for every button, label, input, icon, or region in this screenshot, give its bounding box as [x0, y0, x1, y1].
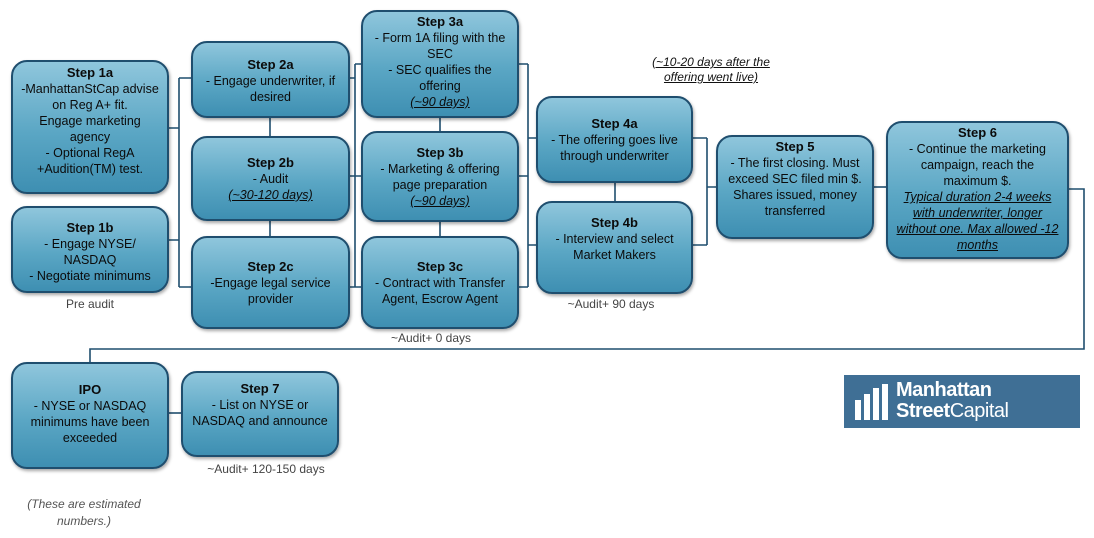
step-2a-box: Step 2a - Engage underwriter, if desired	[191, 41, 350, 118]
ipo-box: IPO - NYSE or NASDAQ minimums have been …	[11, 362, 169, 469]
step-text: - Negotiate minimums	[29, 269, 151, 283]
step-title: Step 4b	[591, 215, 638, 230]
step-title: Step 1a	[66, 65, 114, 80]
step-text: - Engage underwriter, if desired	[205, 74, 336, 104]
step-text: - Interview and select Market Makers	[555, 232, 674, 262]
step-text: - Marketing & offering page preparation	[380, 162, 500, 192]
logo-wordmark: Manhattan StreetCapital	[896, 379, 1009, 422]
step-text: -Engage legal service provider	[210, 276, 331, 306]
caption-audit-0: ~Audit+ 0 days	[390, 331, 472, 345]
step-text: - NYSE or NASDAQ minimums have been exce…	[30, 399, 150, 445]
step-title: Step 3b	[416, 145, 464, 160]
step-7-box: Step 7 - List on NYSE or NASDAQ and anno…	[181, 371, 339, 457]
step-text: - Contract with Transfer Agent, Escrow A…	[375, 276, 505, 306]
step-3a-box: Step 3a - Form 1A filing with the SEC - …	[361, 10, 519, 118]
step-title: Step 2c	[247, 259, 294, 274]
step-5-box: Step 5 - The first closing. Must exceed …	[716, 135, 874, 239]
step-title: Step 2a	[247, 57, 294, 72]
step-3c-box: Step 3c - Contract with Transfer Agent, …	[361, 236, 519, 329]
step-title: Step 5	[775, 139, 815, 154]
step-title: Step 2b	[247, 155, 294, 170]
step-title: Step 3a	[416, 14, 464, 29]
logo-line-2a: Street	[896, 400, 950, 422]
manhattan-street-capital-logo: Manhattan StreetCapital	[844, 375, 1080, 428]
step-text: - The offering goes live through underwr…	[551, 133, 678, 163]
logo-line-2b: Capital	[949, 400, 1009, 422]
step-title: Step 6	[957, 125, 997, 140]
step-3b-box: Step 3b - Marketing & offering page prep…	[361, 131, 519, 222]
step-text: - List on NYSE or NASDAQ and announce	[192, 398, 328, 428]
step-4a-box: Step 4a - The offering goes live through…	[536, 96, 693, 183]
step-text: -ManhattanStCap advise on Reg A+ fit.	[21, 82, 159, 112]
step-title: Step 7	[240, 381, 280, 396]
step-title: IPO	[78, 382, 102, 397]
step-text: Shares issued, money transferred	[733, 188, 857, 218]
step-title: Step 4a	[591, 116, 638, 131]
duration-note: Typical duration 2-4 weeks with underwri…	[896, 190, 1059, 252]
live-duration-annotation: (~10-20 days after the offering went liv…	[652, 55, 770, 84]
step-1a-box: Step 1a -ManhattanStCap advise on Reg A+…	[11, 60, 169, 194]
step-4b-box: Step 4b - Interview and select Market Ma…	[536, 201, 693, 294]
duration-note: (~30-120 days)	[228, 188, 313, 202]
caption-audit-90: ~Audit+ 90 days	[567, 297, 655, 311]
step-text: - Engage NYSE/ NASDAQ	[44, 237, 136, 267]
logo-line-1: Manhattan	[896, 379, 992, 401]
step-text: - Continue the marketing campaign, reach…	[909, 142, 1046, 188]
step-text: - Form 1A filing with the SEC	[374, 31, 506, 61]
step-6-box: Step 6 - Continue the marketing campaign…	[886, 121, 1069, 259]
estimate-footnote: (These are estimated numbers.)	[27, 497, 141, 528]
step-title: Step 3c	[416, 259, 464, 274]
caption-pre-audit: Pre audit	[65, 297, 115, 311]
logo-bars-icon	[855, 384, 888, 420]
step-2c-box: Step 2c -Engage legal service provider	[191, 236, 350, 329]
step-text: - SEC qualifies the offering	[388, 63, 492, 93]
step-2b-box: Step 2b - Audit (~30-120 days)	[191, 136, 350, 221]
step-title: Step 1b	[66, 220, 114, 235]
step-text: Engage marketing agency	[39, 114, 141, 144]
step-text: - Audit	[252, 172, 289, 186]
caption-audit-120: ~Audit+ 120-150 days	[207, 462, 325, 476]
step-text: - Optional RegA +Audition(TM) test.	[37, 146, 143, 176]
duration-note: (~90 days)	[410, 194, 470, 208]
duration-note: (~90 days)	[410, 95, 470, 109]
step-1b-box: Step 1b - Engage NYSE/ NASDAQ - Negotiat…	[11, 206, 169, 293]
step-text: - The first closing. Must exceed SEC fil…	[728, 156, 862, 186]
